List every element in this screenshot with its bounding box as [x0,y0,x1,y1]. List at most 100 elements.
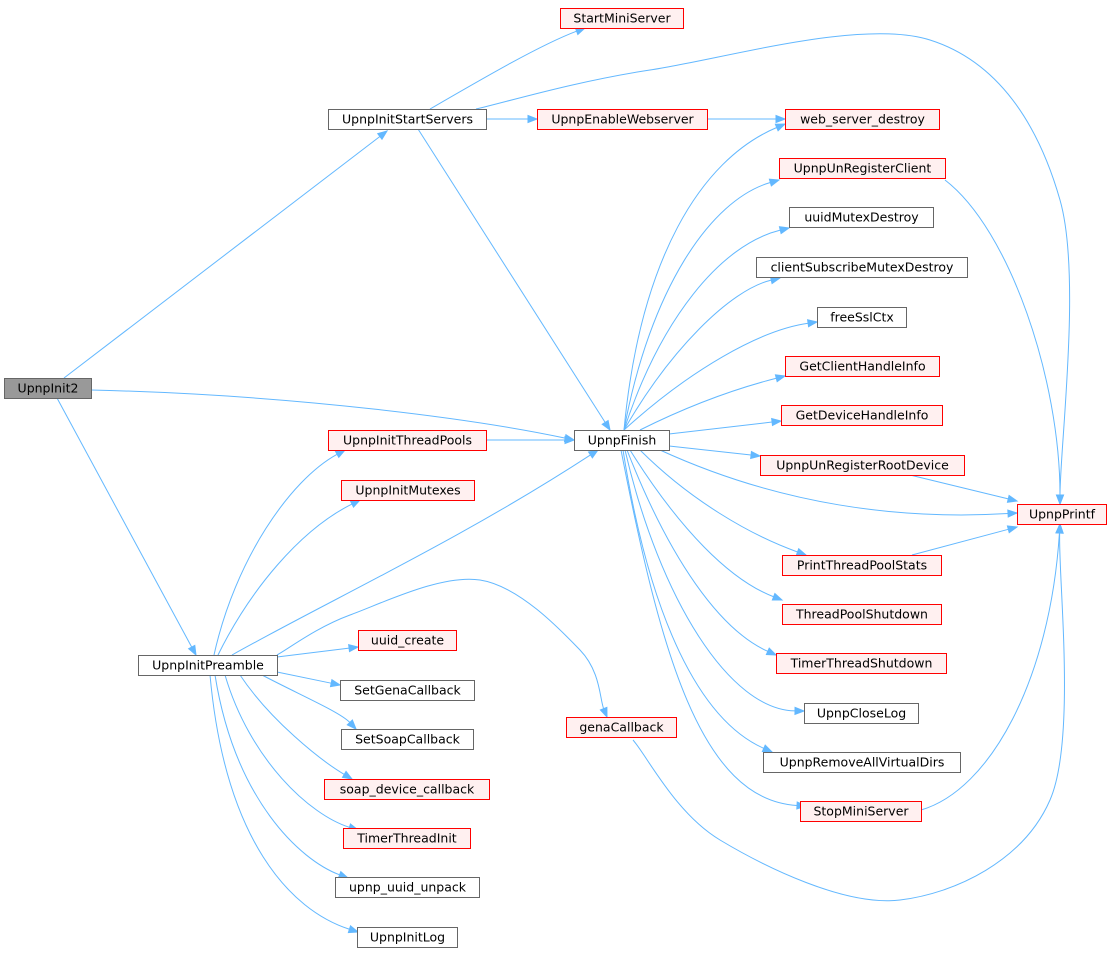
node-UpnpPrintf[interactable]: UpnpPrintf [1017,504,1107,525]
node-box[interactable] [760,455,965,476]
node-box[interactable] [782,604,942,625]
node-SetGenaCallback[interactable]: SetGenaCallback [340,680,475,701]
node-UpnpRemoveAllVirtualDirs[interactable]: UpnpRemoveAllVirtualDirs [763,752,961,773]
edge-genaCallback-to-UpnpPrintf [632,522,1065,902]
edge-UpnpInitPreamble-to-SetSoapCallback [261,674,357,731]
node-TimerThreadInit[interactable]: TimerThreadInit [343,828,471,849]
node-uuidMutexDestroy[interactable]: uuidMutexDestroy [789,207,934,228]
node-box[interactable] [789,207,934,228]
node-label[interactable]: TimerThreadShutdown [790,656,933,671]
node-box[interactable] [340,680,475,701]
node-web_server_destroy[interactable]: web_server_destroy [785,109,940,130]
edge-UpnpFinish-to-freeSslCtx [623,319,819,431]
node-box[interactable] [566,717,677,738]
node-label[interactable]: UpnpUnRegisterRootDevice [776,458,949,473]
node-label[interactable]: StopMiniServer [813,804,909,819]
node-box[interactable] [817,307,907,328]
node-label[interactable]: genaCallback [579,720,664,735]
node-label[interactable]: freeSslCtx [830,310,894,325]
node-clientSubscribeMutexDestroy[interactable]: clientSubscribeMutexDestroy [756,257,968,278]
node-box[interactable] [343,828,471,849]
node-UpnpFinish[interactable]: UpnpFinish [574,430,670,451]
node-UpnpInitMutexes[interactable]: UpnpInitMutexes [341,480,475,501]
node-UpnpInitStartServers[interactable]: UpnpInitStartServers [328,109,487,130]
node-box[interactable] [138,655,278,676]
node-box[interactable] [782,555,942,576]
node-UpnpEnableWebserver[interactable]: UpnpEnableWebserver [537,109,708,130]
node-box[interactable] [804,703,919,724]
node-box[interactable] [1017,504,1107,525]
node-genaCallback[interactable]: genaCallback [566,717,677,738]
node-label[interactable]: StartMiniServer [573,11,671,26]
node-UpnpInitThreadPools[interactable]: UpnpInitThreadPools [328,430,487,451]
node-box[interactable] [560,8,684,29]
edge-UpnpFinish-to-UpnpUnRegisterRootDevice [668,445,762,460]
node-GetDeviceHandleInfo[interactable]: GetDeviceHandleInfo [781,405,943,426]
node-label[interactable]: GetDeviceHandleInfo [796,408,929,423]
node-StartMiniServer[interactable]: StartMiniServer [560,8,684,29]
node-box[interactable] [781,405,943,426]
node-TimerThreadShutdown[interactable]: TimerThreadShutdown [776,653,947,674]
node-label[interactable]: UpnpInitPreamble [152,658,264,673]
node-label[interactable]: UpnpInitMutexes [355,483,460,498]
node-box[interactable] [335,877,480,898]
node-box[interactable] [341,480,475,501]
node-box[interactable] [776,653,947,674]
node-box[interactable] [358,630,457,651]
node-label[interactable]: web_server_destroy [800,112,925,127]
node-PrintThreadPoolStats[interactable]: PrintThreadPoolStats [782,555,942,576]
node-StopMiniServer[interactable]: StopMiniServer [800,801,922,822]
node-label[interactable]: soap_device_callback [340,782,475,797]
node-uuid_create[interactable]: uuid_create [358,630,457,651]
node-label[interactable]: UpnpEnableWebserver [551,112,694,127]
node-label[interactable]: UpnpInitLog [370,930,445,945]
node-box[interactable] [537,109,708,130]
node-box[interactable] [800,801,922,822]
node-label[interactable]: TimerThreadInit [356,831,457,846]
node-box[interactable] [324,779,490,800]
node-box[interactable] [328,430,487,451]
node-label[interactable]: ThreadPoolShutdown [795,607,928,622]
node-label[interactable]: UpnpFinish [588,433,657,448]
node-UpnpCloseLog[interactable]: UpnpCloseLog [804,703,919,724]
node-box[interactable] [357,927,458,948]
node-box[interactable] [756,257,968,278]
node-box[interactable] [785,109,940,130]
node-label[interactable]: GetClientHandleInfo [799,359,925,374]
node-box[interactable] [4,378,92,399]
node-box[interactable] [779,158,946,179]
node-label[interactable]: UpnpRemoveAllVirtualDirs [780,755,945,770]
node-label[interactable]: UpnpInit2 [18,381,79,396]
node-GetClientHandleInfo[interactable]: GetClientHandleInfo [785,356,940,377]
edge-UpnpFinish-to-UpnpPrintf [659,449,1019,518]
node-box[interactable] [574,430,670,451]
node-ThreadPoolShutdown[interactable]: ThreadPoolShutdown [782,604,942,625]
node-UpnpInitLog[interactable]: UpnpInitLog [357,927,458,948]
node-freeSslCtx[interactable]: freeSslCtx [817,307,907,328]
node-label[interactable]: PrintThreadPoolStats [797,558,927,573]
node-UpnpInitPreamble[interactable]: UpnpInitPreamble [138,655,278,676]
node-label[interactable]: UpnpPrintf [1029,507,1096,522]
node-box[interactable] [328,109,487,130]
node-box[interactable] [763,752,961,773]
node-label[interactable]: uuidMutexDestroy [804,210,919,225]
node-label[interactable]: uuid_create [371,633,444,648]
node-UpnpUnRegisterClient[interactable]: UpnpUnRegisterClient [779,158,946,179]
node-label[interactable]: clientSubscribeMutexDestroy [771,260,954,275]
edge-UpnpInit2-to-UpnpInitStartServers [63,130,389,379]
node-label[interactable]: SetGenaCallback [354,683,461,698]
node-label[interactable]: UpnpCloseLog [817,706,906,721]
node-label[interactable]: SetSoapCallback [355,732,461,747]
node-box[interactable] [785,356,940,377]
edge-UpnpInitPreamble-to-genaCallback [276,578,608,719]
node-UpnpInit2[interactable]: UpnpInit2 [4,378,92,399]
node-upnp_uuid_unpack[interactable]: upnp_uuid_unpack [335,877,480,898]
node-SetSoapCallback[interactable]: SetSoapCallback [341,729,474,750]
node-box[interactable] [341,729,474,750]
node-label[interactable]: UpnpUnRegisterClient [794,161,932,176]
node-label[interactable]: UpnpInitThreadPools [343,433,472,448]
node-UpnpUnRegisterRootDevice[interactable]: UpnpUnRegisterRootDevice [760,455,965,476]
node-label[interactable]: UpnpInitStartServers [342,112,473,127]
node-label[interactable]: upnp_uuid_unpack [349,880,467,895]
node-soap_device_callback[interactable]: soap_device_callback [324,779,490,800]
